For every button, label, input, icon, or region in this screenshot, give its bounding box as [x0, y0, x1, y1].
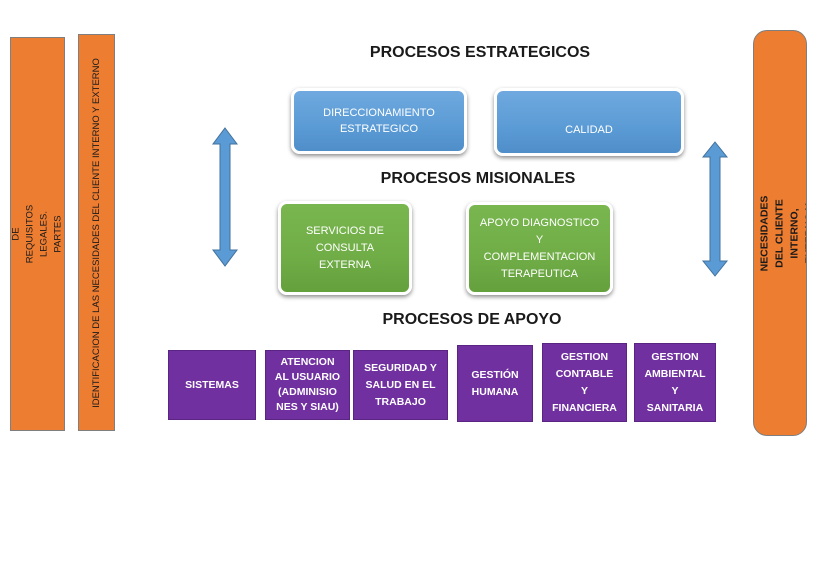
diagnostic-support-box: APOYO DIAGNOSTICO Y COMPLEMENTACION TERA… — [466, 202, 613, 295]
legal-requirements-bar: CUMPLIMIENTO DE REQUISITOS LEGALES. PART… — [10, 37, 65, 431]
human-resources-box: GESTIÓN HUMANA — [457, 345, 533, 422]
quality-box: CALIDAD — [494, 88, 684, 156]
systems-box: SISTEMAS — [168, 350, 256, 420]
strategic-direction-label: DIRECCIONAMIENTO ESTRATEGICO — [323, 107, 435, 135]
missional-processes-heading: PROCESOS MISIONALES — [380, 170, 576, 187]
occupational-safety-box: SEGURIDAD Y SALUD EN EL TRABAJO — [353, 350, 448, 420]
support-processes-heading: PROCESOS DE APOYO — [382, 311, 562, 328]
client-needs-identification-bar: IDENTIFICACION DE LAS NECESIDADES DEL CL… — [78, 34, 115, 431]
accounting-finance-label: GESTION CONTABLE Y FINANCIERA — [552, 350, 617, 414]
legal-requirements-label: CUMPLIMIENTO DE REQUISITOS LEGALES. PART… — [10, 204, 64, 264]
environmental-sanitary-box: GESTION AMBIENTAL Y SANITARIA — [634, 343, 716, 422]
client-satisfaction-label: SATISFACCION EXPECTATIVAS Y NECESIDADES … — [754, 195, 807, 271]
external-consultation-label: SERVICIOS DE CONSULTA EXTERNA — [305, 224, 385, 271]
external-consultation-box: SERVICIOS DE CONSULTA EXTERNA — [278, 201, 412, 295]
user-attention-box: ATENCION AL USUARIO (ADMINISIO NES Y SIA… — [265, 350, 350, 420]
occupational-safety-label: SEGURIDAD Y SALUD EN EL TRABAJO — [364, 361, 437, 408]
double-vertical-arrow-icon — [701, 141, 729, 277]
systems-label: SISTEMAS — [185, 378, 239, 391]
strategic-processes-heading: PROCESOS ESTRATEGICOS — [369, 44, 591, 61]
client-satisfaction-bar: SATISFACCION EXPECTATIVAS Y NECESIDADES … — [753, 30, 807, 436]
strategic-direction-box: DIRECCIONAMIENTO ESTRATEGICO — [291, 88, 467, 154]
client-needs-identification-label: IDENTIFICACION DE LAS NECESIDADES DEL CL… — [90, 57, 102, 408]
user-attention-label: ATENCION AL USUARIO (ADMINISIO NES Y SIA… — [274, 356, 341, 413]
accounting-finance-box: GESTION CONTABLE Y FINANCIERA — [542, 343, 627, 422]
quality-label: CALIDAD — [565, 124, 613, 136]
human-resources-label: GESTIÓN HUMANA — [471, 368, 519, 398]
diagnostic-support-label: APOYO DIAGNOSTICO Y COMPLEMENTACION TERA… — [479, 216, 600, 280]
environmental-sanitary-label: GESTION AMBIENTAL Y SANITARIA — [644, 350, 706, 414]
double-vertical-arrow-icon — [212, 127, 238, 267]
